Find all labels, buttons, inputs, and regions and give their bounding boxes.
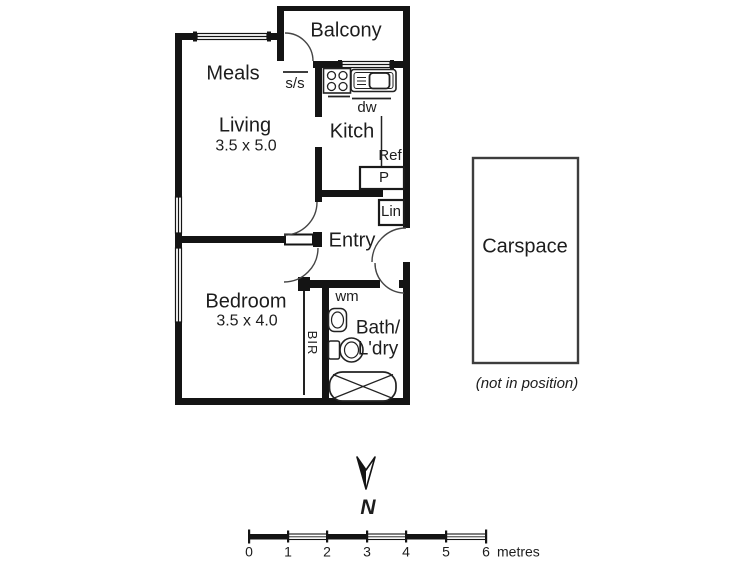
front-door-arc (371, 227, 407, 263)
wall-pocket (284, 233, 314, 246)
bath-label-line1: Bath/ (355, 317, 401, 339)
bath-fixtures (303, 291, 397, 402)
balcony-label: Balcony (310, 19, 382, 42)
carspace-note: (not in position) (475, 375, 579, 393)
dishwasher-label: dw (357, 99, 377, 117)
scale-bar (248, 529, 488, 544)
walls (175, 6, 410, 405)
scale-tick-5: 5 (442, 543, 450, 560)
entry-label: Entry (328, 229, 376, 252)
scale-tick-3: 3 (363, 543, 371, 560)
door-swings (283, 32, 407, 294)
living-label: Living (218, 114, 272, 137)
linen-cupboard (377, 198, 406, 227)
scale-tick-0: 0 (245, 543, 253, 560)
bath-laundry-label: Bath/ L'dry (356, 318, 400, 361)
scale-tick-6: 6 (482, 543, 490, 560)
balcony-door-arc (284, 32, 314, 62)
kitchen-label: Kitch (329, 120, 375, 143)
scale-unit-label: metres (497, 543, 540, 560)
pantry-label: P (378, 169, 390, 187)
bath-door-arc (374, 262, 405, 294)
refrigerator-label: Ref (378, 147, 402, 165)
living-dimensions: 3.5 x 5.0 (215, 137, 277, 155)
pantry-cupboard (358, 165, 406, 191)
built-in-robe-label: BIR (304, 330, 320, 356)
bedroom-door-arc (283, 247, 319, 283)
bedroom-dimensions: 3.5 x 4.0 (216, 312, 278, 330)
bathtub-icon (328, 371, 397, 402)
meals-label: Meals (206, 62, 260, 85)
washing-machine-label: wm (335, 288, 359, 306)
north-label: N (360, 495, 376, 519)
scale-tick-2: 2 (323, 543, 331, 560)
scale-tick-4: 4 (402, 543, 410, 560)
sliding-door-label: s/s (285, 75, 305, 93)
bath-label-line2: L'dry (357, 339, 399, 360)
toilet-icon (327, 337, 364, 363)
linen-label: Lin (380, 203, 402, 221)
north-arrow-icon (356, 456, 376, 490)
kitchen-fixtures (283, 67, 406, 227)
bedroom-label: Bedroom (205, 290, 287, 313)
carspace-outline (471, 156, 580, 365)
windows (174, 32, 391, 323)
carspace-label: Carspace (482, 235, 568, 258)
sink-icon (350, 68, 397, 93)
scale-tick-1: 1 (284, 543, 292, 560)
living-door-arc (283, 201, 318, 236)
basin-icon (327, 307, 348, 333)
